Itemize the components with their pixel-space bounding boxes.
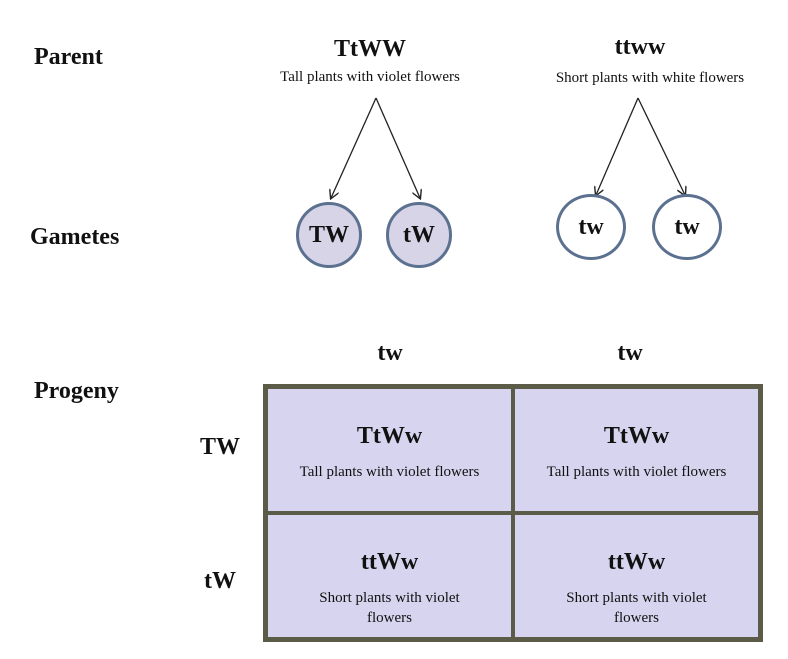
parent-1-phenotype: Tall plants with violet flowers [280,69,460,85]
gamete-tW: tW [386,202,452,268]
arrow-parent1-to-gamete-tw-upper [331,97,377,198]
punnett-cell-r2c1: ttWw Short plants with violet flowers [268,515,511,637]
gamete-TW: TW [296,202,362,268]
arrow-parent2-to-gamete-1 [596,97,639,195]
punnett-cell-r1c2: TtWw Tall plants with violet flowers [515,389,758,511]
cell-genotype: TtWw [356,423,423,449]
cell-genotype: ttWw [607,549,666,575]
parent-1-genotype: TtWW [334,36,406,62]
punnett-row-header-1: TW [199,434,240,460]
progeny-row-label: Progeny [34,378,119,404]
parent-2-phenotype: Short plants with white flowers [555,70,745,86]
cell-phenotype: Tall plants with violet flowers [546,464,727,480]
gamete-tw-1: tw [556,194,626,260]
cell-phenotype: Short plants with violet flowers [319,590,460,626]
punnett-row-header-2: tW [204,568,236,594]
punnett-cell-r1c1: TtWw Tall plants with violet flowers [268,389,511,511]
arrow-parent2-to-gamete-2 [637,97,685,195]
parent-row-label: Parent [34,44,103,70]
cell-genotype: ttWw [360,549,419,575]
gamete-tw-2: tw [652,194,722,260]
punnett-square: TtWw Tall plants with violet flowers TtW… [263,384,763,642]
parent-2-genotype: ttww [614,34,666,60]
punnett-column-header-1: tw [377,340,403,366]
punnett-column-header-2: tw [617,340,643,366]
cell-phenotype: Short plants with violet flowers [566,590,707,626]
punnett-cell-r2c2: ttWw Short plants with violet flowers [515,515,758,637]
cell-phenotype: Tall plants with violet flowers [299,464,480,480]
arrow-parent1-to-gamete-tw-lower [375,97,420,198]
gametes-row-label: Gametes [30,224,120,250]
cell-genotype: TtWw [603,423,670,449]
